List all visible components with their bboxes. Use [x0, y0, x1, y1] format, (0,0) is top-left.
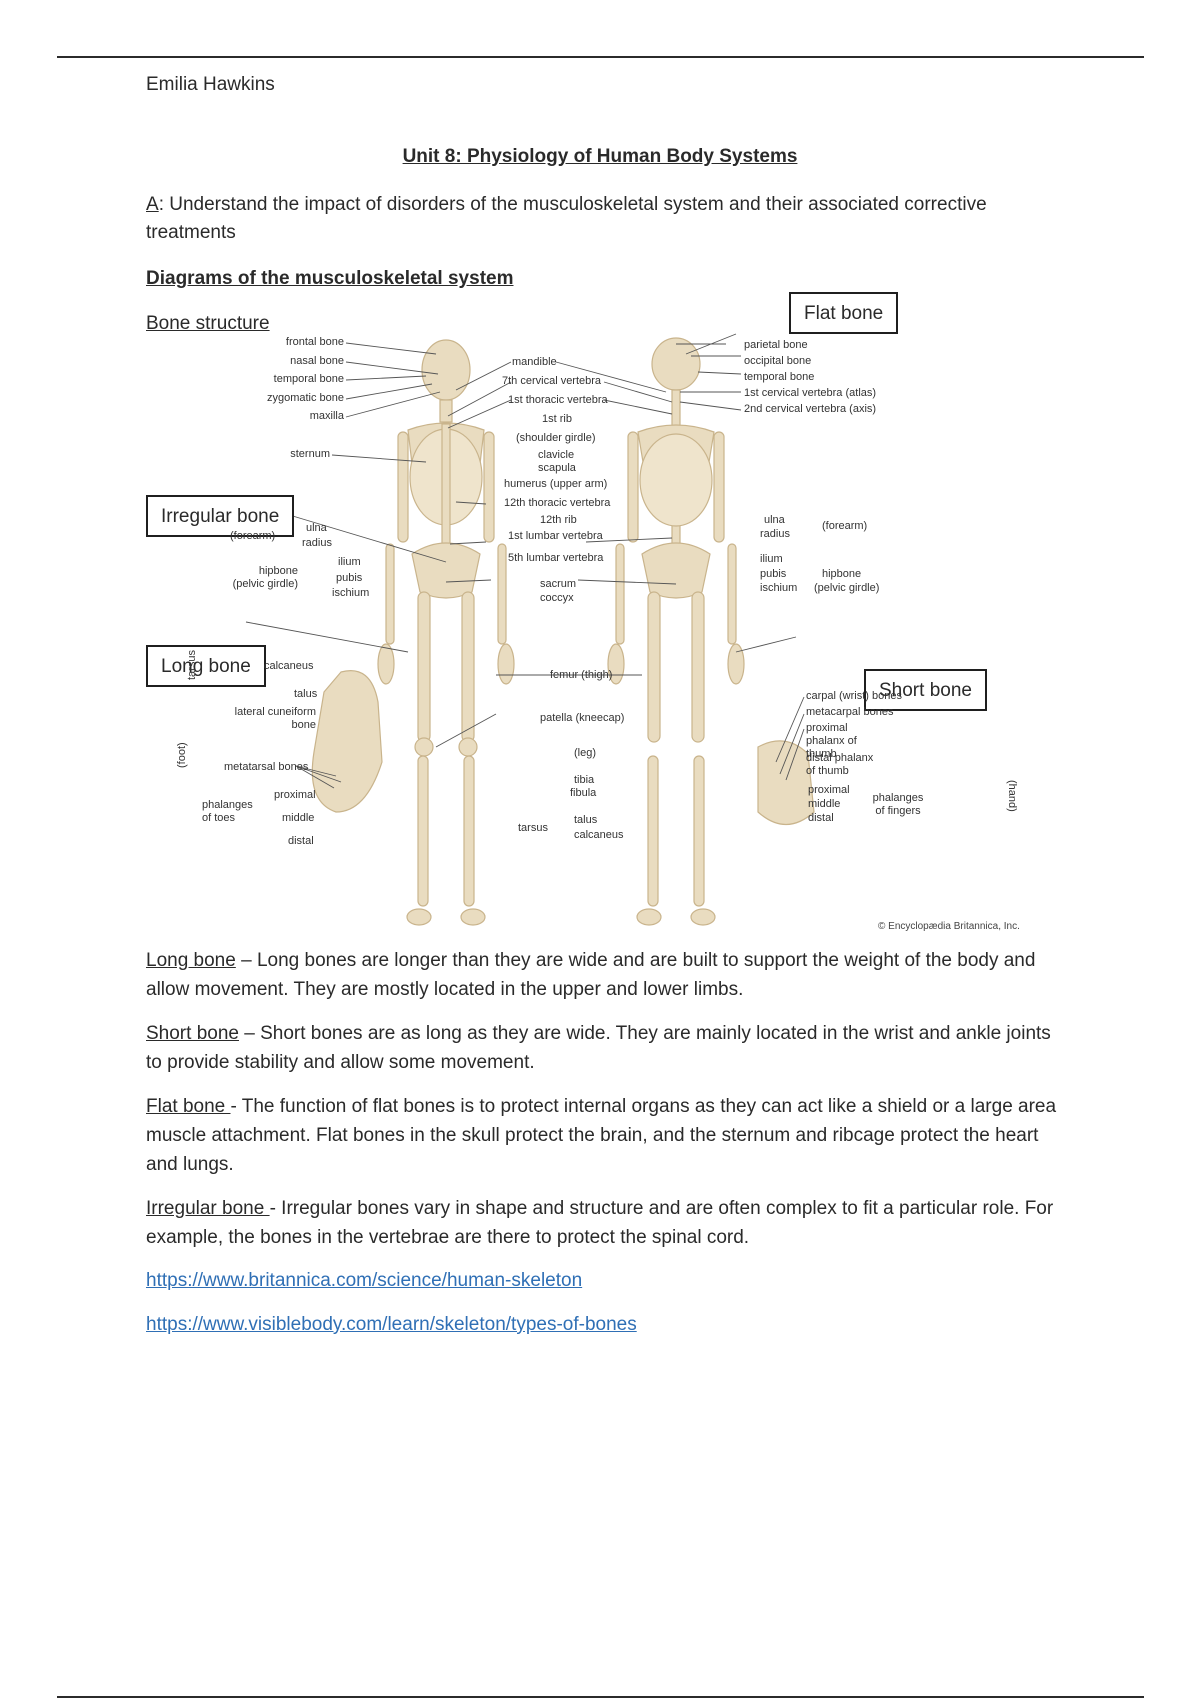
page-title: Unit 8: Physiology of Human Body Systems — [402, 146, 798, 167]
label-nasal-bone: nasal bone — [290, 355, 344, 367]
label-tarsus-vertical: tarsus — [186, 650, 198, 680]
label-axis: 2nd cervical vertebra (axis) — [744, 403, 877, 415]
label-ilium-front: ilium — [338, 556, 361, 568]
definition-irregular-bone: Irregular bone - Irregular bones vary in… — [146, 1194, 1066, 1252]
label-calcaneus-foot: calcaneus — [264, 660, 314, 672]
label-proximal-toe: proximal — [274, 789, 316, 801]
link-britannica[interactable]: https://www.britannica.com/science/human… — [146, 1270, 583, 1291]
label-leg: (leg) — [574, 747, 597, 759]
label-distal-toe: distal — [288, 835, 314, 847]
objective-text: : Understand the impact of disorders of … — [146, 194, 987, 243]
label-hipbone-back: hipbone — [822, 568, 862, 580]
label-ulna-front: ulna — [306, 522, 327, 534]
definition-long-bone: Long bone – Long bones are longer than t… — [146, 946, 1066, 1004]
skeleton-illustration — [245, 333, 815, 926]
definition-flat-bone: Flat bone - The function of flat bones i… — [146, 1092, 1066, 1179]
label-rib-1: 1st rib — [542, 413, 572, 425]
definition-term: Short bone — [146, 1023, 239, 1044]
label-rib-12: 12th rib — [540, 514, 577, 526]
label-tibia: tibia — [574, 774, 595, 786]
label-phalanges-toes: phalanges of toes — [202, 799, 253, 824]
label-distal-finger: distal — [808, 812, 834, 824]
label-maxilla: maxilla — [309, 410, 344, 422]
bottom-rule — [57, 1696, 1144, 1698]
top-rule — [57, 56, 1144, 58]
skeleton-diagram: Flat bone Irregular bone Long bone Short… — [146, 292, 1046, 942]
label-lumbar-5: 5th lumbar vertebra — [508, 552, 604, 564]
label-parietal-bone: parietal bone — [744, 339, 808, 351]
figure-copyright: © Encyclopædia Britannica, Inc. — [878, 921, 1020, 932]
label-tarsus-center: tarsus — [518, 822, 548, 834]
label-sternum: sternum — [290, 448, 330, 460]
label-forearm-front: (forearm) — [230, 530, 276, 542]
label-temporal-bone-front: temporal bone — [273, 373, 344, 385]
label-talus-foot: talus — [294, 688, 318, 700]
label-temporal-bone-back: temporal bone — [744, 371, 815, 383]
label-sacrum: sacrum — [540, 578, 577, 590]
link-visiblebody[interactable]: https://www.visiblebody.com/learn/skelet… — [146, 1314, 637, 1335]
callout-flat-bone: Flat bone — [789, 292, 899, 334]
label-ilium-back: ilium — [760, 553, 783, 565]
label-pelvic-girdle-back: (pelvic girdle) — [814, 582, 880, 594]
section-heading: Diagrams of the musculoskeletal system — [146, 268, 514, 289]
label-hand-vertical: (hand) — [1006, 780, 1018, 812]
label-carpal-bones: carpal (wrist) bones — [806, 690, 902, 702]
callout-short-bone: Short bone — [864, 669, 987, 711]
definition-text: - Irregular bones vary in shape and stru… — [146, 1198, 1054, 1248]
label-forearm-back: (forearm) — [822, 520, 868, 532]
label-pelvic-girdle-front: (pelvic girdle) — [232, 578, 298, 590]
label-metatarsal-bones: metatarsal bones — [224, 761, 309, 773]
label-femur: femur (thigh) — [550, 669, 613, 681]
label-ischium-back: ischium — [760, 582, 798, 594]
definition-term: Long bone — [146, 950, 236, 971]
label-radius-front: radius — [302, 537, 332, 549]
author-name: Emilia Hawkins — [146, 74, 275, 95]
definition-text: – Long bones are longer than they are wi… — [146, 950, 1036, 1000]
label-thoracic-12: 12th thoracic vertebra — [504, 497, 611, 509]
callout-long-bone: Long bone — [146, 645, 266, 687]
objective-letter: A — [146, 194, 159, 215]
label-proximal-finger: proximal — [808, 784, 850, 796]
label-pubis-back: pubis — [760, 568, 787, 580]
label-middle-finger: middle — [808, 798, 841, 810]
label-lateral-cuneiform: lateral cuneiform bone — [234, 706, 316, 731]
label-cervical-7: 7th cervical vertebra — [502, 375, 602, 387]
label-ischium-front: ischium — [332, 587, 370, 599]
label-zygomatic-bone: zygomatic bone — [266, 392, 344, 404]
definition-short-bone: Short bone – Short bones are as long as … — [146, 1019, 1066, 1077]
label-atlas: 1st cervical vertebra (atlas) — [744, 387, 877, 399]
label-lumbar-1: 1st lumbar vertebra — [508, 530, 603, 542]
label-patella: patella (kneecap) — [540, 712, 625, 724]
label-radius-back: radius — [760, 528, 790, 540]
learning-objective: A: Understand the impact of disorders of… — [146, 191, 1066, 247]
label-phalanges-fingers: phalanges of fingers — [872, 792, 924, 817]
label-foot-vertical: (foot) — [176, 742, 188, 768]
label-clavicle: clavicle — [538, 449, 575, 461]
definitions: Long bone – Long bones are longer than t… — [146, 946, 1066, 1355]
label-ulna-back: ulna — [764, 514, 785, 526]
label-middle-toe: middle — [282, 812, 315, 824]
definition-text: - The function of flat bones is to prote… — [146, 1096, 1057, 1175]
label-hipbone-front: hipbone — [258, 565, 298, 577]
label-humerus: humerus (upper arm) — [504, 478, 608, 490]
label-fibula: fibula — [570, 787, 597, 799]
label-thoracic-1: 1st thoracic vertebra — [508, 394, 608, 406]
callout-irregular-bone: Irregular bone — [146, 495, 295, 537]
label-mandible: mandible — [512, 356, 557, 368]
label-shoulder-girdle: (shoulder girdle) — [516, 432, 596, 444]
label-distal-phalanx-thumb: distal phalanx of thumb — [806, 752, 874, 777]
label-occipital-bone: occipital bone — [744, 355, 812, 367]
label-frontal-bone: frontal bone — [285, 336, 344, 348]
definition-term: Irregular bone — [146, 1198, 270, 1219]
label-scapula: scapula — [538, 462, 576, 474]
label-proximal-phalanx-thumb: proximal phalanx of thumb — [806, 722, 857, 760]
definition-text: – Short bones are as long as they are wi… — [146, 1023, 1051, 1073]
label-metacarpal-bones: metacarpal bones — [806, 706, 894, 718]
sub-heading-bone-structure: Bone structure — [146, 313, 270, 334]
label-calcaneus-center: calcaneus — [574, 829, 624, 841]
label-pubis-front: pubis — [336, 572, 363, 584]
label-talus-center: talus — [574, 814, 598, 826]
definition-term: Flat bone — [146, 1096, 231, 1117]
label-coccyx: coccyx — [540, 592, 574, 604]
